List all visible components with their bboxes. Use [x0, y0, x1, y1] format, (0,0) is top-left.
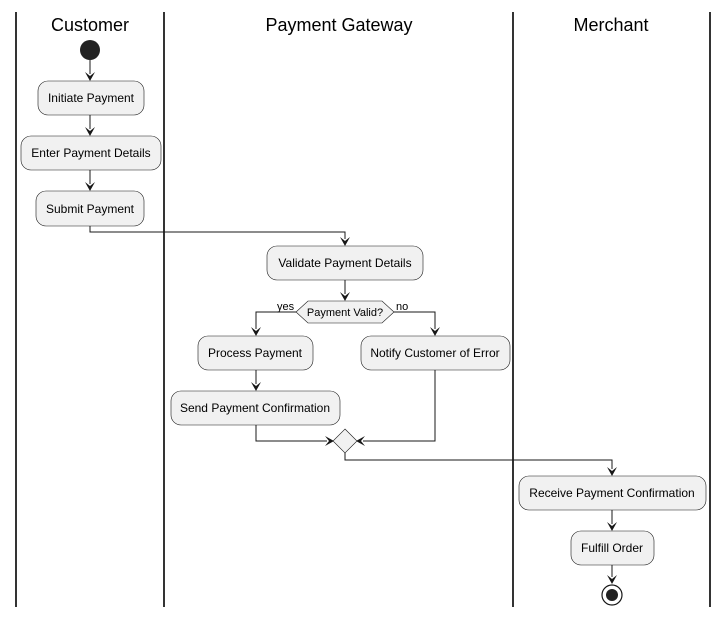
- arrowhead: [607, 467, 617, 476]
- activity-label: Validate Payment Details: [278, 256, 411, 270]
- activity-enter-payment-details: Enter Payment Details: [20, 135, 162, 171]
- edges: [85, 60, 617, 584]
- arrowhead: [251, 327, 261, 336]
- edge-notify-merge: [363, 370, 436, 442]
- arrowhead: [325, 436, 334, 446]
- edge-decision-yes: [255, 311, 296, 329]
- arrowhead: [607, 522, 617, 531]
- edge-decision-no: [394, 311, 436, 329]
- activity-label: Submit Payment: [46, 202, 135, 216]
- activity-label: Enter Payment Details: [31, 146, 150, 160]
- arrowhead: [607, 575, 617, 584]
- edge-send-merge: [255, 425, 327, 442]
- arrowhead: [85, 127, 95, 136]
- lane-title-customer: Customer: [51, 15, 129, 35]
- decision-label: Payment Valid?: [307, 307, 383, 319]
- edge-submit-validate: [89, 226, 346, 239]
- activity-initiate-payment: Initiate Payment: [37, 80, 145, 116]
- activity-validate-payment-details: Validate Payment Details: [266, 245, 424, 281]
- arrowhead: [340, 237, 350, 246]
- arrowhead: [85, 182, 95, 191]
- activity-label: Receive Payment Confirmation: [529, 486, 694, 500]
- lane-title-gateway: Payment Gateway: [265, 15, 412, 35]
- merge-node: [332, 428, 358, 454]
- arrowhead: [340, 292, 350, 301]
- arrowhead: [251, 382, 261, 391]
- activity-label: Notify Customer of Error: [370, 346, 499, 360]
- activity-fulfill-order: Fulfill Order: [570, 530, 655, 566]
- edge-merge-receive: [344, 453, 613, 469]
- edge-label-no: no: [396, 301, 408, 313]
- activity-send-payment-confirmation: Send Payment Confirmation: [170, 390, 341, 426]
- arrowhead: [356, 436, 365, 446]
- activity-label: Initiate Payment: [48, 91, 135, 105]
- activity-label: Process Payment: [208, 346, 303, 360]
- activity-label: Fulfill Order: [581, 541, 643, 555]
- activity-process-payment: Process Payment: [197, 335, 314, 371]
- activity-label: Send Payment Confirmation: [180, 401, 330, 415]
- activity-notify-customer-error: Notify Customer of Error: [360, 335, 511, 371]
- activity-submit-payment: Submit Payment: [35, 190, 145, 227]
- start-node: [80, 40, 100, 60]
- arrowhead: [85, 72, 95, 81]
- activity-receive-payment-confirmation: Receive Payment Confirmation: [518, 475, 707, 511]
- lane-title-merchant: Merchant: [573, 15, 648, 35]
- decision-payment-valid: Payment Valid?: [295, 300, 395, 324]
- end-node: [601, 584, 623, 606]
- arrowhead: [430, 327, 440, 336]
- edge-label-yes: yes: [277, 301, 295, 313]
